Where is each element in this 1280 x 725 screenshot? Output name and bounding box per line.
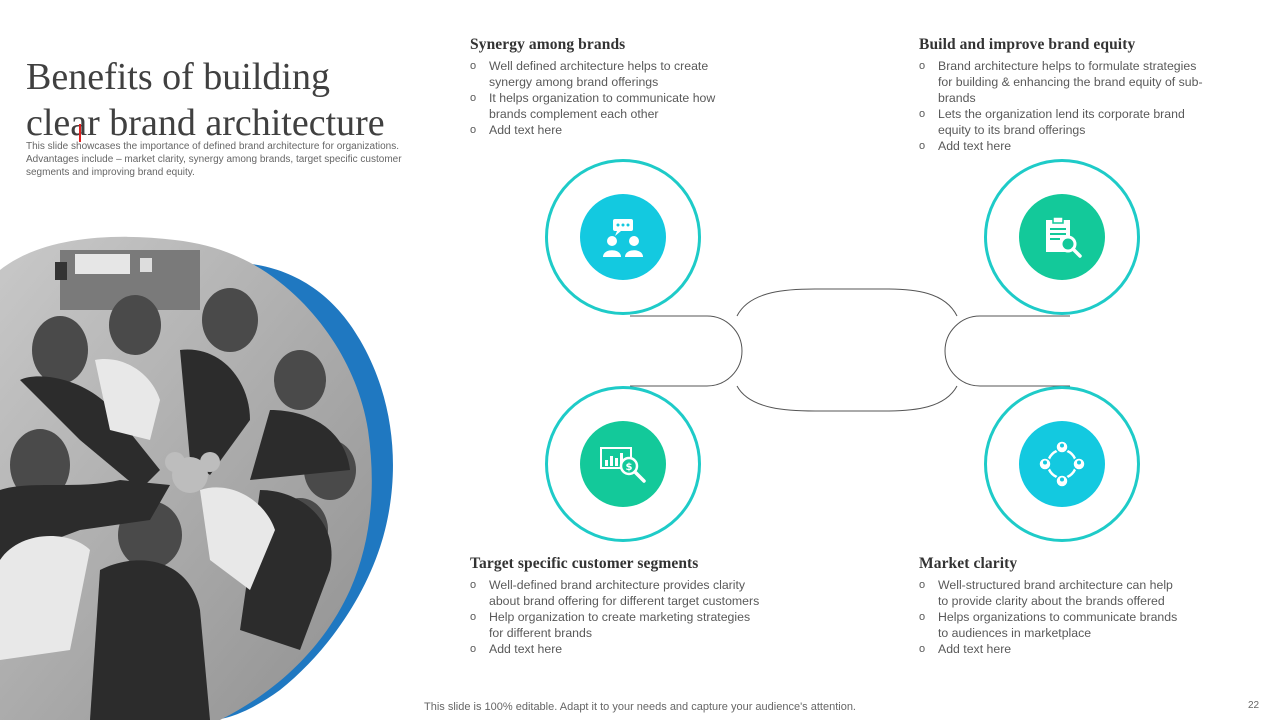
bullet-item: Well defined architecture helps to creat… bbox=[470, 58, 740, 90]
icon-circle-clarity bbox=[1019, 421, 1105, 507]
section-heading: Market clarity bbox=[919, 555, 1018, 572]
bullet-item: Add text here bbox=[470, 641, 760, 657]
section-clarity: Market clarity Well-structured brand arc… bbox=[919, 555, 1179, 657]
section-heading: Target specific customer segments bbox=[470, 555, 699, 572]
ring-equity bbox=[984, 159, 1140, 315]
ring-synergy bbox=[545, 159, 701, 315]
ring-segments: $ bbox=[545, 386, 701, 542]
section-heading: Synergy among brands bbox=[470, 36, 626, 53]
text-cursor-mark bbox=[79, 124, 81, 142]
slide-title-line-1: Benefits of building bbox=[26, 56, 330, 98]
page-number: 22 bbox=[1248, 700, 1260, 711]
report-search-icon bbox=[1046, 216, 1082, 258]
ring-clarity bbox=[984, 386, 1140, 542]
bullet-item: Helps organizations to communicate brand… bbox=[919, 609, 1179, 641]
bullet-item: Well-structured brand architecture can h… bbox=[919, 577, 1179, 609]
team-photo bbox=[0, 230, 400, 720]
team-chat-icon bbox=[603, 219, 643, 257]
bullet-item: Add text here bbox=[919, 138, 1209, 154]
slide-footer: This slide is 100% editable. Adapt it to… bbox=[424, 701, 856, 713]
bullet-item: Add text here bbox=[919, 641, 1179, 657]
bullet-item: It helps organization to communicate how… bbox=[470, 90, 740, 122]
market-analysis-icon: $ bbox=[600, 447, 646, 483]
icon-circle-segments: $ bbox=[580, 421, 666, 507]
slide-subtitle: This slide showcases the importance of d… bbox=[26, 141, 402, 178]
section-synergy: Synergy among brands Well defined archit… bbox=[470, 36, 740, 138]
bullet-item: Add text here bbox=[470, 122, 740, 138]
section-segments: Target specific customer segments Well-d… bbox=[470, 555, 760, 657]
svg-text:$: $ bbox=[626, 462, 633, 473]
bullet-item: Brand architecture helps to formulate st… bbox=[919, 58, 1209, 106]
slide-title-line-2: clear brand architecture bbox=[26, 102, 385, 144]
network-people-icon bbox=[1038, 440, 1086, 488]
section-heading: Build and improve brand equity bbox=[919, 36, 1136, 53]
icon-circle-equity bbox=[1019, 194, 1105, 280]
slide-title: Benefits of building clear brand archite… bbox=[26, 54, 446, 146]
bullet-item: Well-defined brand architecture provides… bbox=[470, 577, 760, 609]
bullet-item: Lets the organization lend its corporate… bbox=[919, 106, 1209, 138]
bullet-item: Help organization to create marketing st… bbox=[470, 609, 760, 641]
connector-lines bbox=[600, 280, 1100, 420]
icon-circle-synergy bbox=[580, 194, 666, 280]
section-equity: Build and improve brand equity Brand arc… bbox=[919, 36, 1209, 154]
